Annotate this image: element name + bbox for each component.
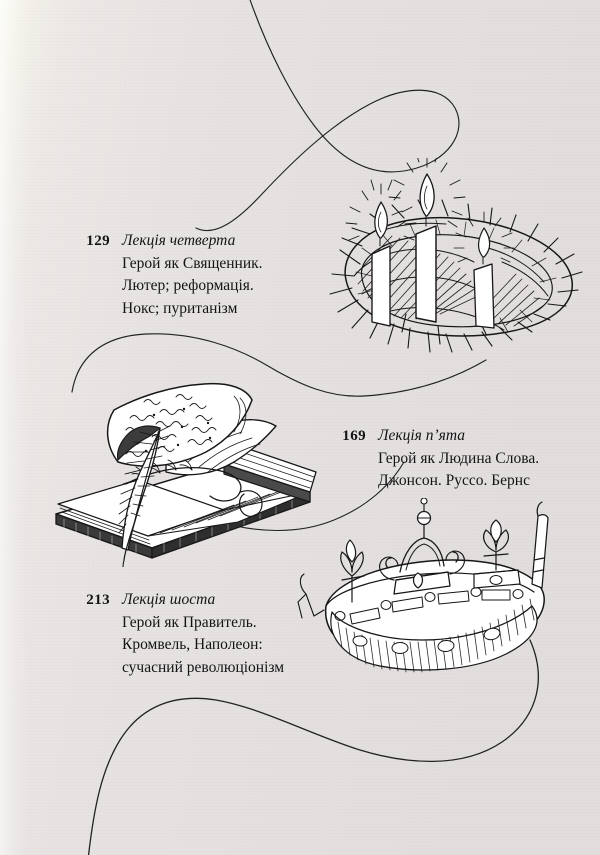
- entry-line: Лютер; реформація.: [122, 277, 254, 295]
- entry-line: Герой як Людина Слова.: [378, 449, 540, 467]
- contents-entry[interactable]: 169 Лекція п’ята Герой як Людина Слова. …: [322, 425, 539, 493]
- contents-entry[interactable]: 129 Лекція четверта Герой як Священник. …: [66, 230, 263, 320]
- open-book-with-quill-illustration: [48, 352, 333, 567]
- entry-title: Лекція п’ята: [378, 427, 466, 444]
- entry-page-number: 213: [86, 592, 110, 608]
- entry-body: Лекція шоста Герой як Правитель. Кромвел…: [122, 589, 284, 679]
- crown-of-thorns-with-candles-illustration: [288, 158, 600, 363]
- entry-line: Нокс; пуританізм: [122, 299, 238, 317]
- entry-line: Кромвель, Наполеон:: [122, 636, 263, 654]
- entry-body: Лекція п’ята Герой як Людина Слова. Джон…: [378, 425, 539, 493]
- entry-title: Лекція четверта: [122, 232, 236, 249]
- contents-entry[interactable]: 213 Лекція шоста Герой як Правитель. Кро…: [66, 589, 284, 679]
- entry-page-number: 169: [342, 428, 366, 444]
- entry-title: Лекція шоста: [122, 591, 216, 608]
- entry-line: Джонсон. Руссо. Бернс: [378, 472, 530, 490]
- entry-line: Герой як Правитель.: [122, 613, 257, 631]
- entry-line: Герой як Священник.: [122, 254, 263, 272]
- entry-body: Лекція четверта Герой як Священник. Люте…: [122, 230, 263, 320]
- page-gutter-highlight: [0, 0, 30, 855]
- entry-page-number: 129: [86, 233, 110, 249]
- royal-crown-illustration: [296, 498, 564, 693]
- entry-line: сучасний революціонізм: [122, 658, 285, 676]
